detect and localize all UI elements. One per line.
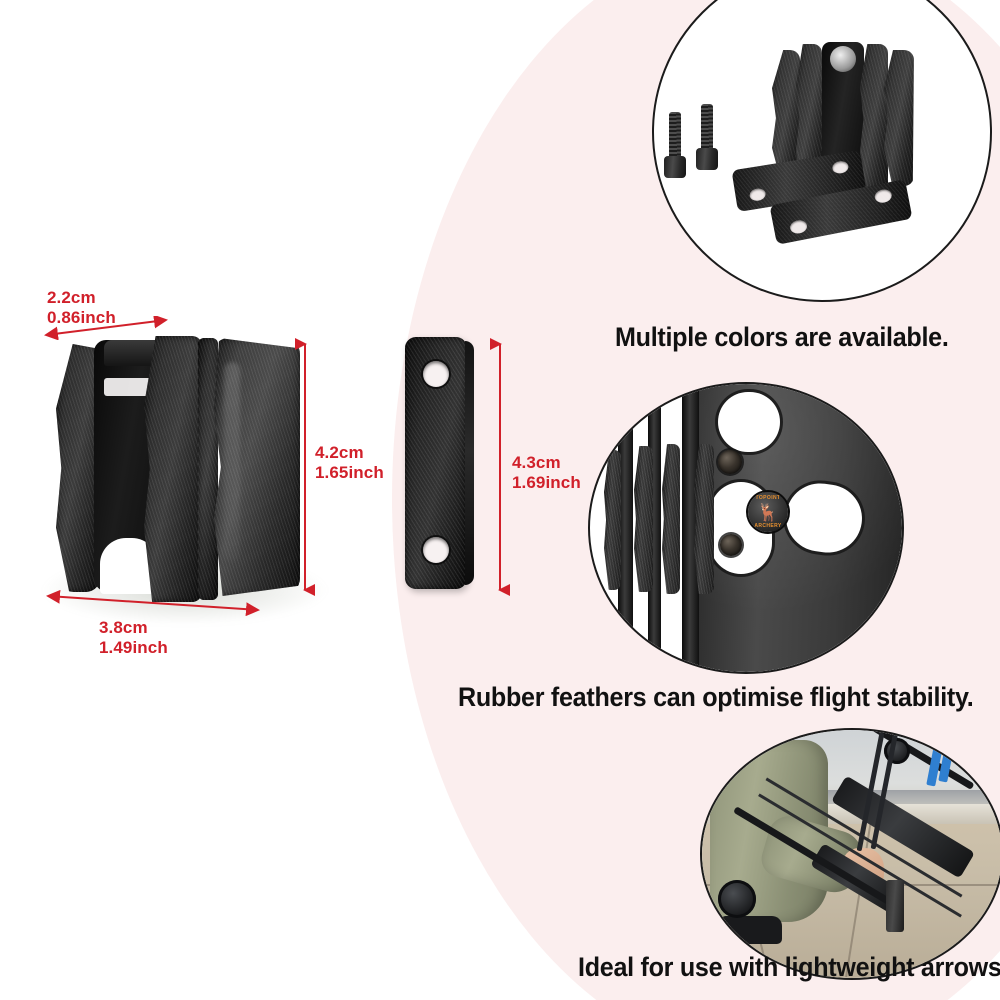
dimension-label-vane-height: 4.2cm 1.65inch: [315, 443, 384, 483]
caption-multiple-colors: Multiple colors are available.: [615, 322, 949, 352]
kit-stab-fin-3: [860, 44, 888, 194]
mounted-vane-2: [634, 446, 653, 592]
dimension-arrow-plate-height: [490, 337, 510, 597]
mounting-plate-hole-bottom: [423, 537, 449, 563]
dim-plate-inch: 1.69inch: [512, 473, 581, 492]
archer-in-field-photo-inner: [702, 730, 1000, 978]
mounted-on-bow-photo: TOPOINT 🦌 ARCHERY: [588, 382, 904, 674]
dimension-arrow-vane-height: [295, 337, 315, 597]
vane-fin-seam: [198, 338, 218, 600]
dim-width-top-cm: 2.2cm: [47, 288, 96, 307]
logo-brand-bottom: ARCHERY: [754, 523, 782, 529]
vane-specular-highlight: [224, 362, 240, 562]
ground-bollard: [886, 880, 904, 932]
kit-screw-right-shaft: [701, 104, 713, 151]
vane-fin-back-left: [56, 344, 100, 592]
deer-head-icon: 🦌: [757, 502, 779, 522]
dimension-arrow-vane-width-bottom: [46, 589, 260, 616]
kit-plate-upper-hole-1: [748, 187, 767, 202]
archer-shoe: [720, 916, 782, 944]
mounted-vane-4: [694, 444, 714, 594]
vane-fin-front-right: [214, 338, 300, 596]
bow-cable-3: [682, 384, 699, 672]
bow-cable-1: [618, 384, 633, 672]
bow-cam-lower: [718, 880, 756, 918]
mounting-plate-hole-top: [423, 361, 449, 387]
mounted-vane-3: [662, 444, 680, 594]
riser-bolt-lower: [720, 534, 742, 556]
dimension-label-plate-height: 4.3cm 1.69inch: [512, 453, 581, 493]
caption-lightweight-arrows: Ideal for use with lightweight arrows: [578, 952, 1000, 982]
kit-stab-fin-4: [884, 50, 914, 186]
dim-height-cm: 4.2cm: [315, 443, 364, 462]
caption-rubber-feathers: Rubber feathers can optimise flight stab…: [458, 682, 974, 712]
mounting-plate-edge: [465, 341, 474, 585]
dim-width-bottom-inch: 1.49inch: [99, 638, 168, 657]
vane-block-product: [48, 332, 300, 602]
kit-screw-left: [664, 112, 686, 178]
vane-fin-center: [144, 336, 202, 602]
kit-plate-upper-hole-2: [831, 160, 850, 175]
logo-brand-top: TOPOINT: [755, 495, 781, 501]
kit-plate-lower-hole-2: [873, 188, 893, 205]
dim-width-bottom-cm: 3.8cm: [99, 618, 148, 637]
dim-plate-cm: 4.3cm: [512, 453, 561, 472]
dimension-arrow-vane-width-top: [44, 316, 168, 340]
kit-contents-photo: [652, 0, 992, 302]
kit-contents-photo-inner: [654, 0, 990, 300]
riser-cutout-top: [718, 392, 780, 452]
riser-bolt-upper: [718, 450, 742, 474]
kit-stab-top-hole: [830, 46, 856, 72]
topoint-archery-logo: TOPOINT 🦌 ARCHERY: [748, 492, 788, 532]
dimension-label-vane-width-bottom: 3.8cm 1.49inch: [99, 618, 168, 658]
kit-screw-right-head: [696, 147, 718, 170]
mounted-on-bow-photo-inner: TOPOINT 🦌 ARCHERY: [590, 384, 902, 672]
mounting-plate-product: [405, 337, 474, 589]
kit-screw-left-shaft: [669, 112, 681, 159]
kit-plate-lower-hole-1: [788, 218, 809, 235]
kit-screw-left-head: [664, 155, 686, 178]
archer-in-field-photo: [700, 728, 1000, 980]
dim-height-inch: 1.65inch: [315, 463, 384, 482]
kit-screw-right: [696, 104, 718, 170]
mounted-vane-1: [604, 450, 621, 590]
